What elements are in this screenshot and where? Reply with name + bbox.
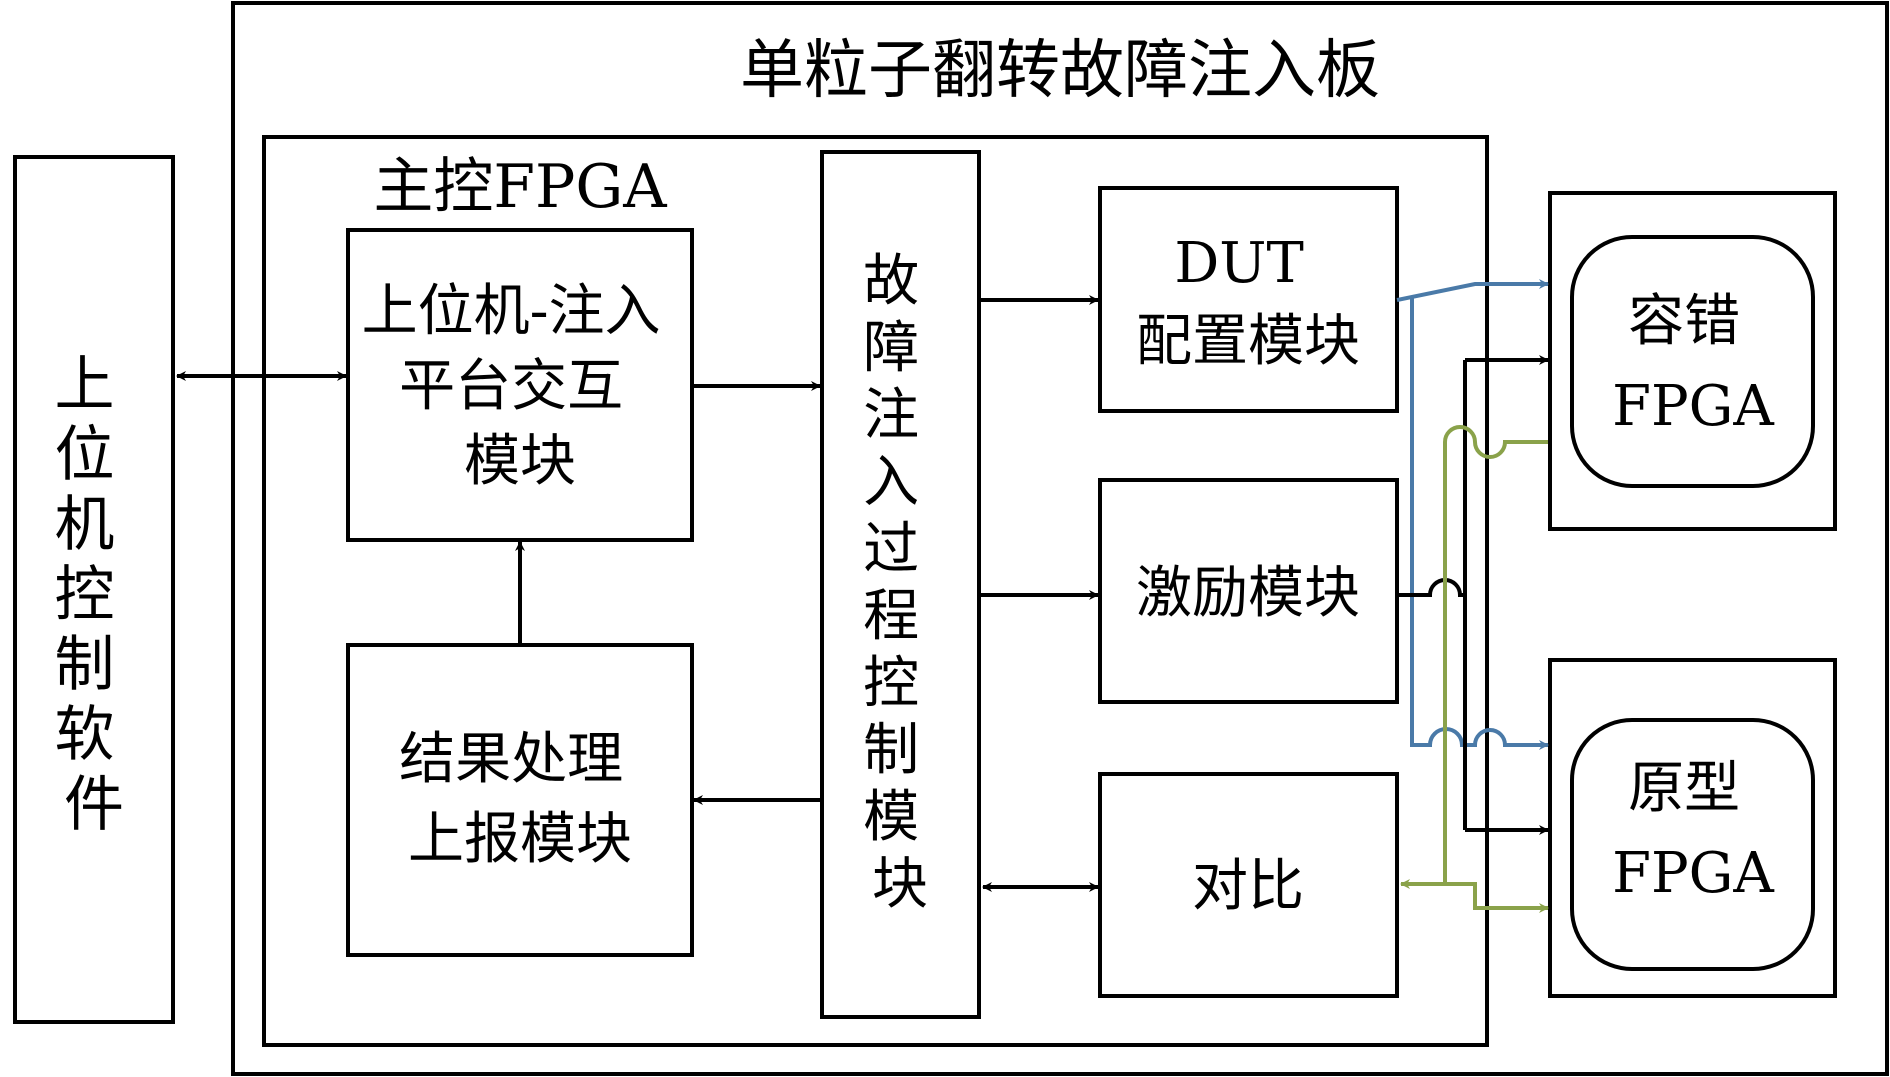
host-interaction-line-1: 上位机-注入 (362, 279, 661, 344)
host-interaction-module (346, 228, 694, 542)
fault-tolerant-to-compare-arrow (1400, 425, 1548, 889)
control-module-char: 过 (863, 517, 919, 582)
injection-process-control-module (820, 150, 981, 1019)
injection-process-control-label: 故 障 注 入 过 程 控 制 模 块 (863, 249, 937, 917)
dut-config-line-1: DUT (1174, 231, 1303, 296)
result-report-module-label: 结果处理 上报模块 (399, 727, 641, 872)
control-module-char: 块 (872, 852, 928, 917)
control-module-char: 模 (863, 785, 919, 850)
board-title: 单粒子翻转故障注入板 (740, 34, 1380, 108)
prototype-line-1: 原型 (1628, 756, 1740, 821)
master-fpga-label: 主控FPGA (373, 152, 667, 222)
prototype-fpga-chip (1570, 718, 1815, 971)
stimulus-module (1098, 478, 1399, 704)
control-module-char: 控 (863, 651, 919, 716)
dut-config-module (1098, 186, 1399, 413)
dut-config-line-2: 配置模块 (1136, 309, 1360, 374)
host-interaction-line-2: 平台交互 (399, 354, 623, 419)
dut-config-module-label: DUT 配置模块 (1136, 231, 1360, 374)
host-software-char: 软 (54, 700, 114, 770)
config-to-fault-tolerant-arrow (1396, 279, 1549, 302)
control-module-char: 障 (863, 316, 919, 381)
host-software-char: 制 (54, 630, 114, 700)
control-module-char: 制 (863, 718, 919, 783)
fault-tolerant-line-2: FPGA (1612, 374, 1774, 439)
host-interaction-line-3: 模块 (464, 429, 576, 494)
control-module-char: 注 (863, 383, 919, 448)
stimulus-module-label: 激励模块 (1136, 561, 1360, 626)
control-module-char: 程 (863, 584, 919, 649)
compare-module (1098, 772, 1399, 998)
host-software-char: 位 (54, 420, 114, 490)
result-report-module (346, 643, 694, 957)
host-interaction-module-label: 上位机-注入 平台交互 模块 (362, 279, 679, 494)
control-module-char: 入 (863, 450, 919, 515)
host-software-char: 控 (54, 560, 114, 630)
host-software-label: 上 位 机 控 制 软 件 (54, 350, 133, 840)
prototype-fpga-label: 原型 FPGA (1612, 756, 1774, 906)
result-report-line-1: 结果处理 (399, 727, 623, 792)
prototype-line-2: FPGA (1612, 841, 1774, 906)
host-software-char: 件 (64, 770, 124, 840)
result-report-line-2: 上报模块 (408, 807, 632, 872)
prototype-to-compare-arrow (1445, 882, 1549, 913)
fault-tolerant-line-1: 容错 (1628, 289, 1740, 354)
host-software-char: 机 (54, 490, 114, 560)
config-to-prototype-arrow (1410, 297, 1549, 750)
control-module-char: 故 (863, 249, 919, 314)
fault-tolerant-fpga-label: 容错 FPGA (1612, 289, 1774, 439)
compare-module-label: 对比 (1192, 854, 1304, 919)
host-software-block (13, 155, 175, 1024)
host-software-char: 上 (54, 350, 114, 420)
fault-tolerant-fpga-chip (1570, 235, 1815, 488)
